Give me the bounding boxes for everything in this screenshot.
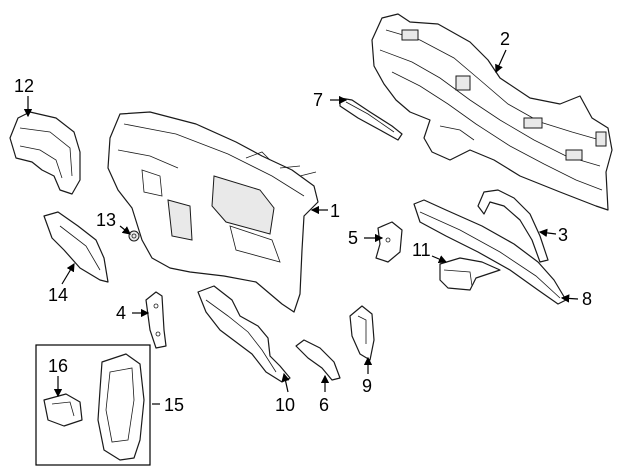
callout-10: 10 bbox=[275, 395, 295, 415]
panel-15-part bbox=[97, 353, 145, 461]
trim-9-part bbox=[349, 305, 375, 361]
callout-3: 3 bbox=[558, 225, 568, 245]
clip-13-part bbox=[128, 230, 140, 242]
callout-6: 6 bbox=[319, 395, 329, 415]
bracket-5-part bbox=[375, 221, 403, 263]
callout-12: 12 bbox=[14, 76, 34, 96]
callout-15: 15 bbox=[164, 395, 184, 415]
callout-13: 13 bbox=[96, 210, 116, 230]
cross-car-beam-part bbox=[371, 13, 613, 211]
module-11-part bbox=[439, 257, 501, 291]
cover-16-part bbox=[43, 393, 83, 427]
callout-2: 2 bbox=[500, 29, 510, 49]
duct-10-part bbox=[197, 285, 291, 383]
callout-5: 5 bbox=[348, 228, 358, 248]
bracket-7-part bbox=[339, 97, 403, 141]
leader-lines bbox=[23, 49, 579, 405]
bracket-6-part bbox=[295, 339, 341, 381]
callout-4: 4 bbox=[116, 303, 126, 323]
callout-8: 8 bbox=[582, 289, 592, 309]
kit-15-box bbox=[35, 344, 151, 466]
support-3-part bbox=[477, 189, 549, 263]
bracket-4-part bbox=[145, 291, 167, 349]
callout-7: 7 bbox=[313, 90, 323, 110]
callout-14: 14 bbox=[48, 285, 68, 305]
callout-16: 16 bbox=[48, 356, 68, 376]
knee-panel-14-part bbox=[43, 211, 109, 283]
callout-9: 9 bbox=[362, 376, 372, 396]
callout-1: 1 bbox=[330, 201, 340, 221]
callout-11: 11 bbox=[412, 240, 431, 260]
instrument-panel-part bbox=[107, 111, 319, 313]
cluster-bezel-part bbox=[9, 111, 81, 195]
